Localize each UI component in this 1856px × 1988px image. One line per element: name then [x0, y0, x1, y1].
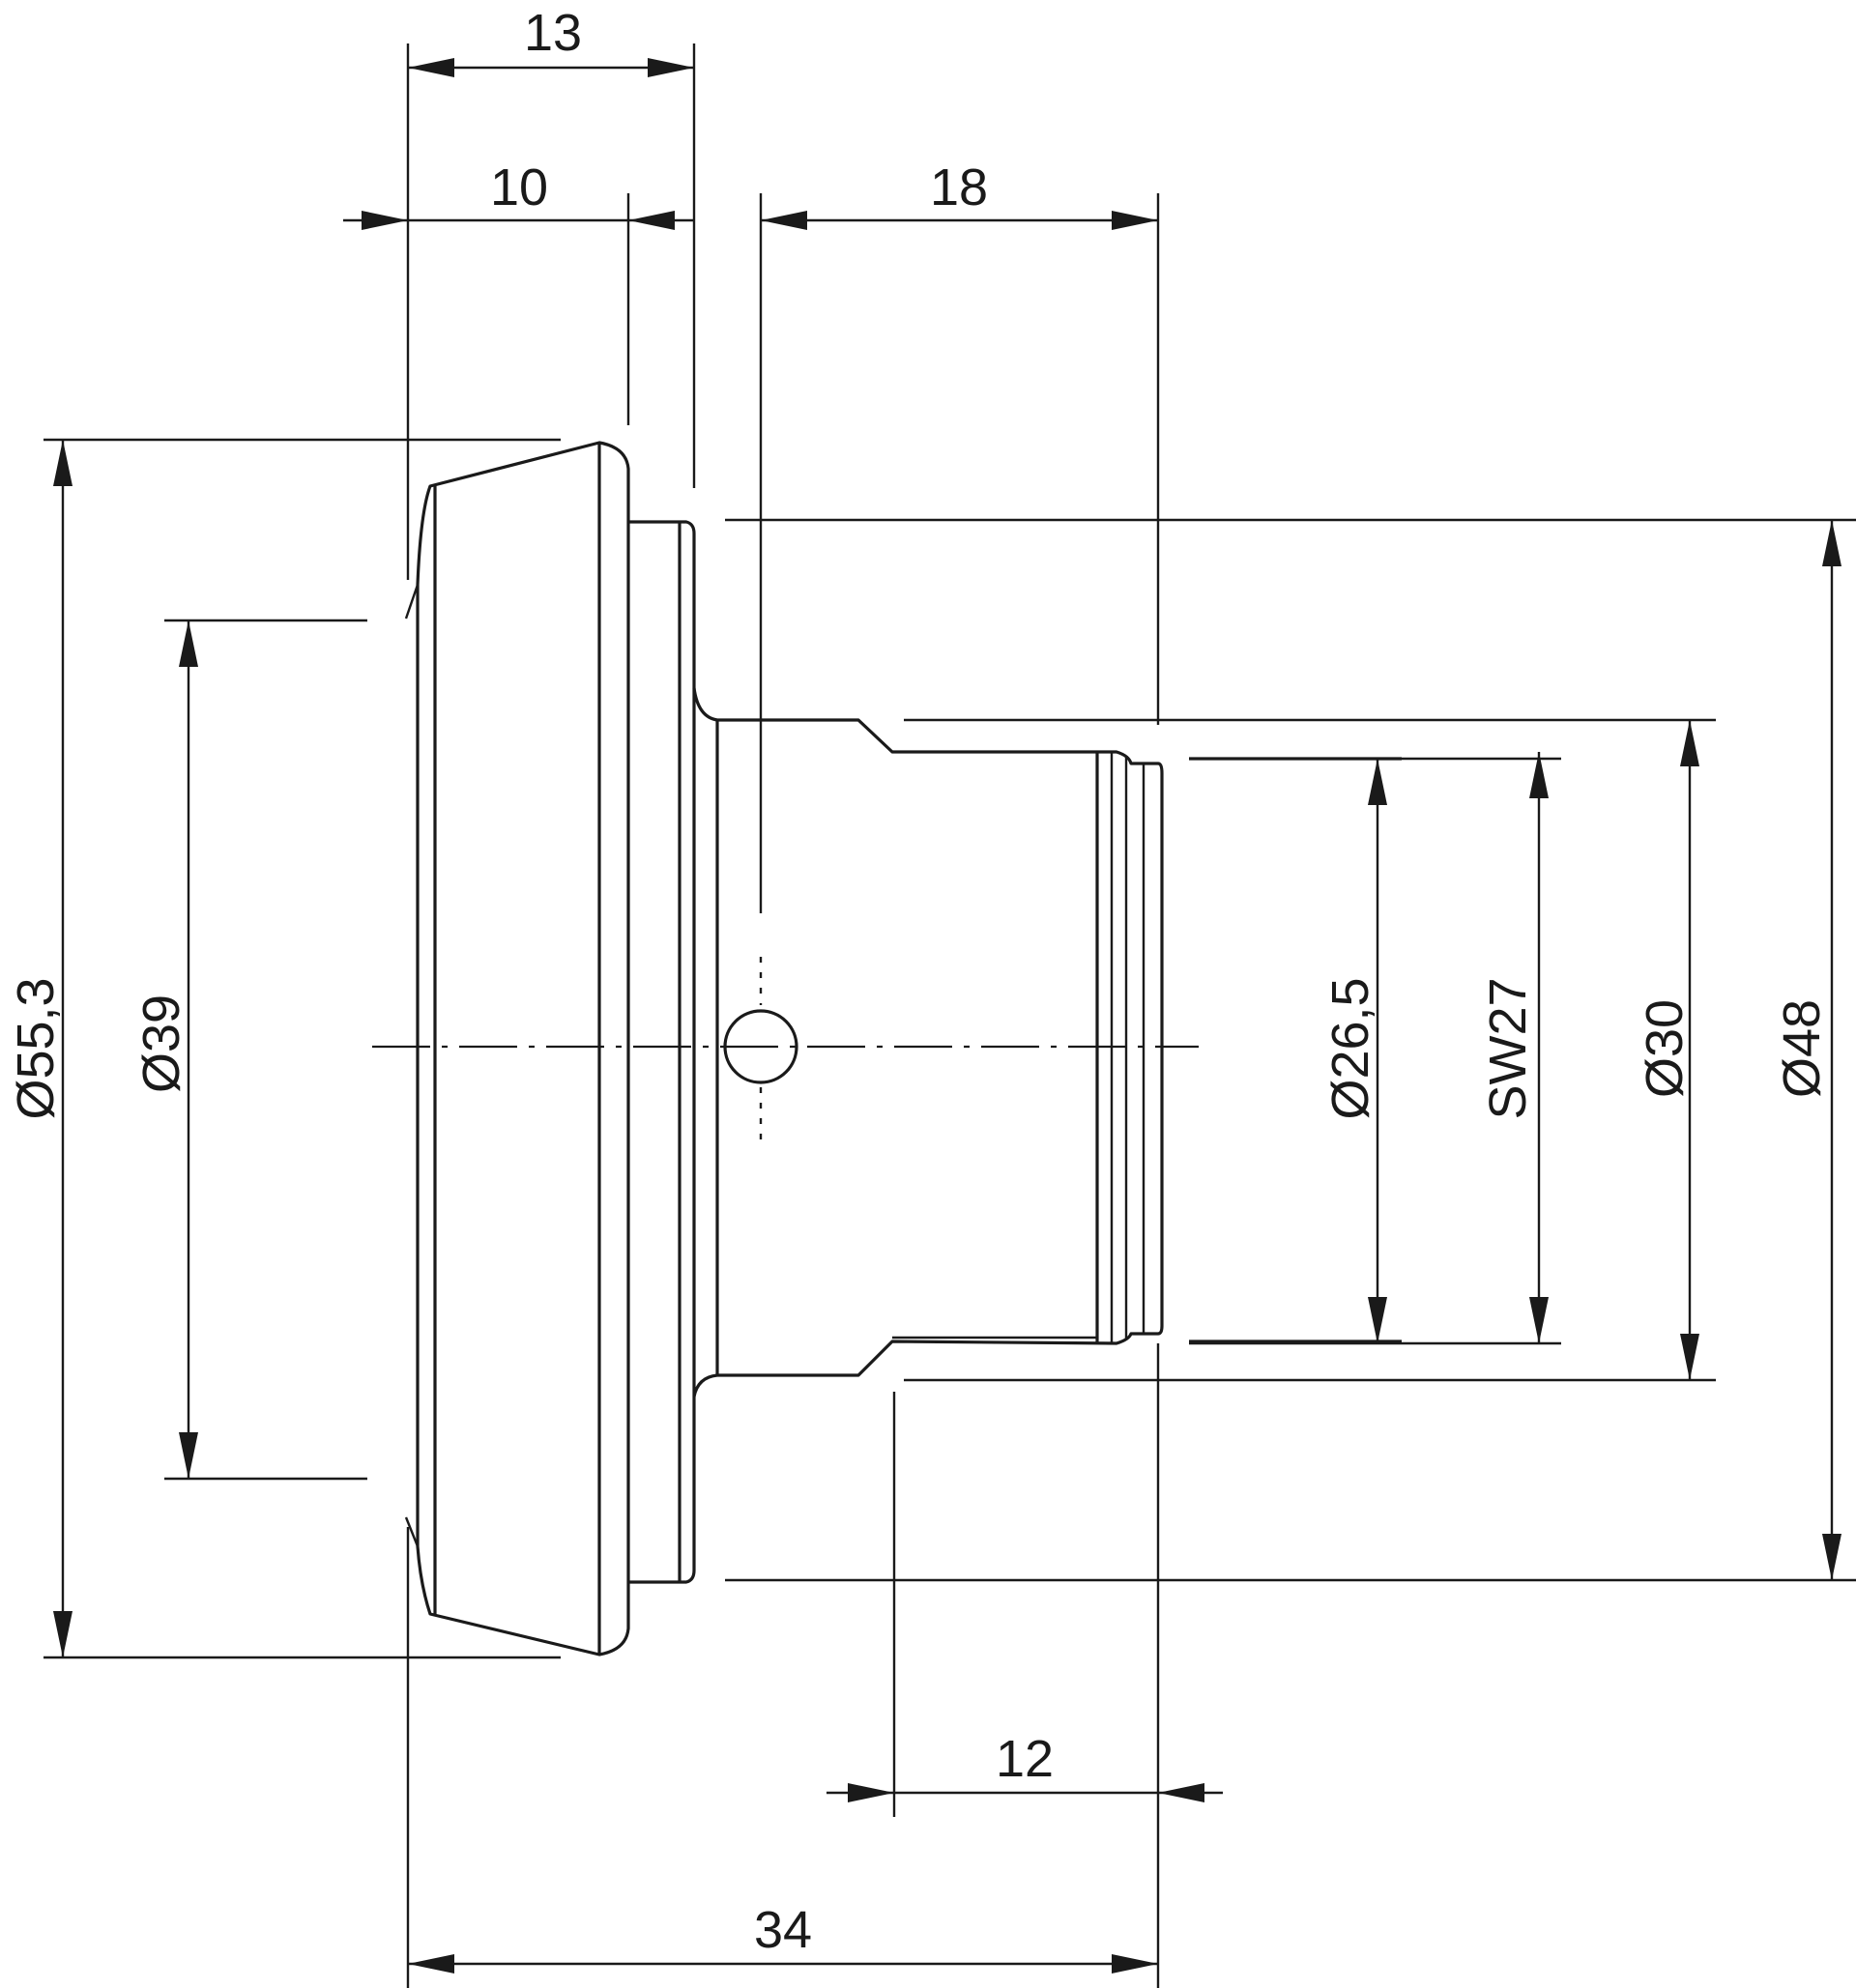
dim-18-label: 18 — [930, 158, 988, 216]
dimension-labels: 13 10 18 12 34 Ø55,3 Ø39 Ø26,5 SW27 Ø30 … — [7, 4, 1831, 1959]
part-outline — [404, 441, 1164, 1657]
extension-lines — [44, 43, 1856, 1988]
dim-dia-30-label: Ø30 — [1636, 999, 1694, 1098]
center-lines — [372, 957, 1199, 1140]
dim-dia-48-label: Ø48 — [1773, 999, 1831, 1098]
dim-13-label: 13 — [524, 4, 582, 62]
dim-dia-55-3-label: Ø55,3 — [7, 977, 65, 1119]
dim-10-label: 10 — [490, 158, 548, 216]
dim-12-label: 12 — [996, 1730, 1054, 1788]
dim-34-label: 34 — [754, 1901, 812, 1959]
dimension-lines — [53, 58, 1842, 1974]
dim-sw27-label: SW27 — [1479, 977, 1537, 1119]
dim-dia-39-label: Ø39 — [132, 994, 190, 1093]
dim-dia-26-5-label: Ø26,5 — [1321, 977, 1379, 1119]
